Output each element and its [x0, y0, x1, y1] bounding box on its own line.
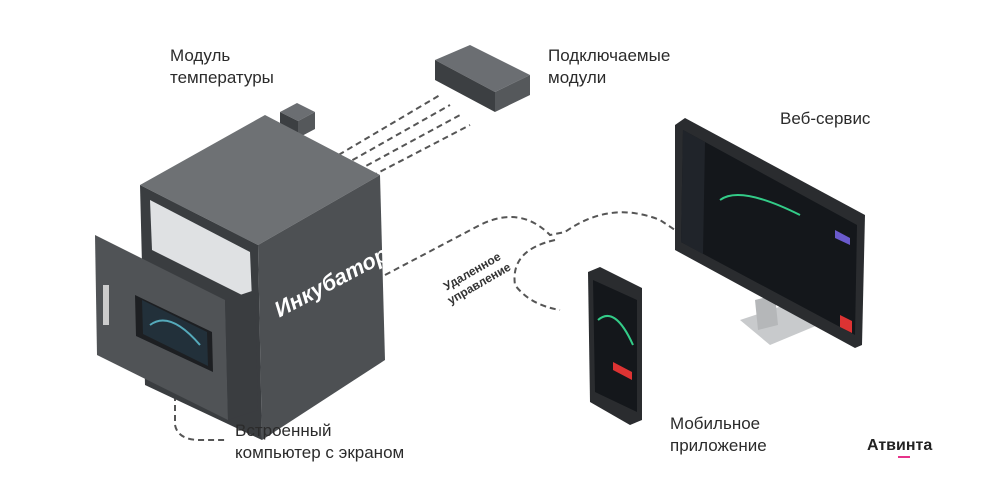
web-service-label: Веб-сервис — [780, 109, 871, 128]
logo: Атвинта — [867, 437, 933, 454]
label-line: температуры — [170, 68, 274, 87]
label-line: компьютер с экраном — [235, 443, 405, 462]
mobile-app-label: Мобильное приложение — [670, 413, 767, 457]
label-line: приложение — [670, 436, 767, 455]
label-line: Подключаемые — [548, 46, 671, 65]
monitor-icon — [675, 118, 865, 348]
builtin-computer-label: Встроенный компьютер с экраном — [235, 420, 404, 464]
label-line: модули — [548, 68, 607, 87]
label-line: Модуль — [170, 46, 231, 65]
phone-icon — [588, 267, 642, 425]
temperature-module-label: Модуль температуры — [170, 45, 274, 89]
label-line: Встроенный — [235, 421, 332, 440]
plug-modules-icon — [435, 45, 530, 112]
logo-underline — [898, 456, 910, 458]
incubator-icon — [95, 115, 385, 440]
label-line: Мобильное — [670, 414, 761, 433]
plug-modules-label: Подключаемые модули — [548, 45, 670, 89]
